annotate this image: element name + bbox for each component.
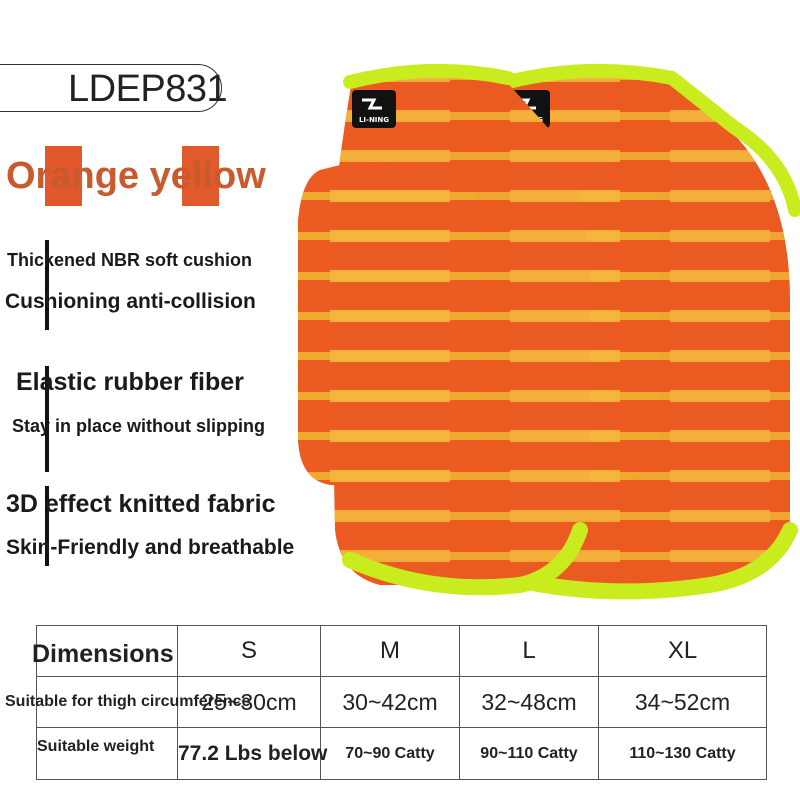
table-row-label-cell: Suitable weight — [36, 727, 178, 780]
feature-divider — [45, 240, 49, 330]
feature-divider — [45, 486, 49, 566]
table-row: Suitable for thigh circumference 25~30cm… — [5, 676, 767, 728]
feature-subtitle: Skin-Friendly and breathable — [6, 536, 295, 559]
weight-cell: 70~90 Catty — [320, 727, 460, 780]
thigh-cell: 25~30cm — [177, 676, 321, 728]
thigh-cell: 32~48cm — [459, 676, 599, 728]
size-cell: XL — [598, 625, 767, 677]
color-name: Orange yellow — [6, 155, 266, 197]
color-swatch — [182, 146, 219, 206]
knee-pad-left: LI-NING — [298, 63, 590, 596]
feature-subtitle: Stay in place without slipping — [12, 416, 266, 436]
knee-pads-image: LI-NING LI-NING — [298, 63, 800, 600]
thigh-cell: 30~42cm — [320, 676, 460, 728]
feature-title: Elastic rubber fiber — [16, 368, 244, 396]
weight-cell: 110~130 Catty — [598, 727, 767, 780]
size-cell: L — [459, 625, 599, 677]
table-row: Suitable weight 77.2 Lbs below 70~90 Cat… — [36, 727, 767, 780]
table-header-cell: Dimensions — [32, 625, 178, 677]
feature-subtitle: Cushioning anti-collision — [5, 290, 256, 313]
size-cell: M — [320, 625, 460, 677]
weight-label: Suitable weight — [37, 738, 155, 755]
thigh-label: Suitable for thigh circumference — [5, 693, 251, 710]
weight-cell: 90~110 Catty — [459, 727, 599, 780]
feature-title: 3D effect knitted fabric — [6, 490, 276, 518]
feature-divider — [45, 366, 49, 472]
color-swatch — [45, 146, 82, 206]
feature-title: Thickened NBR soft cushion — [7, 250, 253, 270]
weight-value: 77.2 Lbs below — [178, 741, 328, 765]
size-cell: S — [177, 625, 321, 677]
brand-logo-text: LI-NING — [359, 116, 389, 124]
model-badge — [0, 64, 222, 112]
size-chart-table: Dimensions S M L XL Suitable for thigh c… — [5, 625, 767, 780]
model-number: LDEP831 — [68, 68, 228, 110]
dimensions-label: Dimensions — [32, 640, 174, 668]
table-row: Dimensions S M L XL — [32, 625, 767, 677]
table-row-label-cell: Suitable for thigh circumference — [5, 676, 250, 728]
weight-cell: 77.2 Lbs below — [177, 727, 327, 780]
thigh-cell: 34~52cm — [598, 676, 767, 728]
